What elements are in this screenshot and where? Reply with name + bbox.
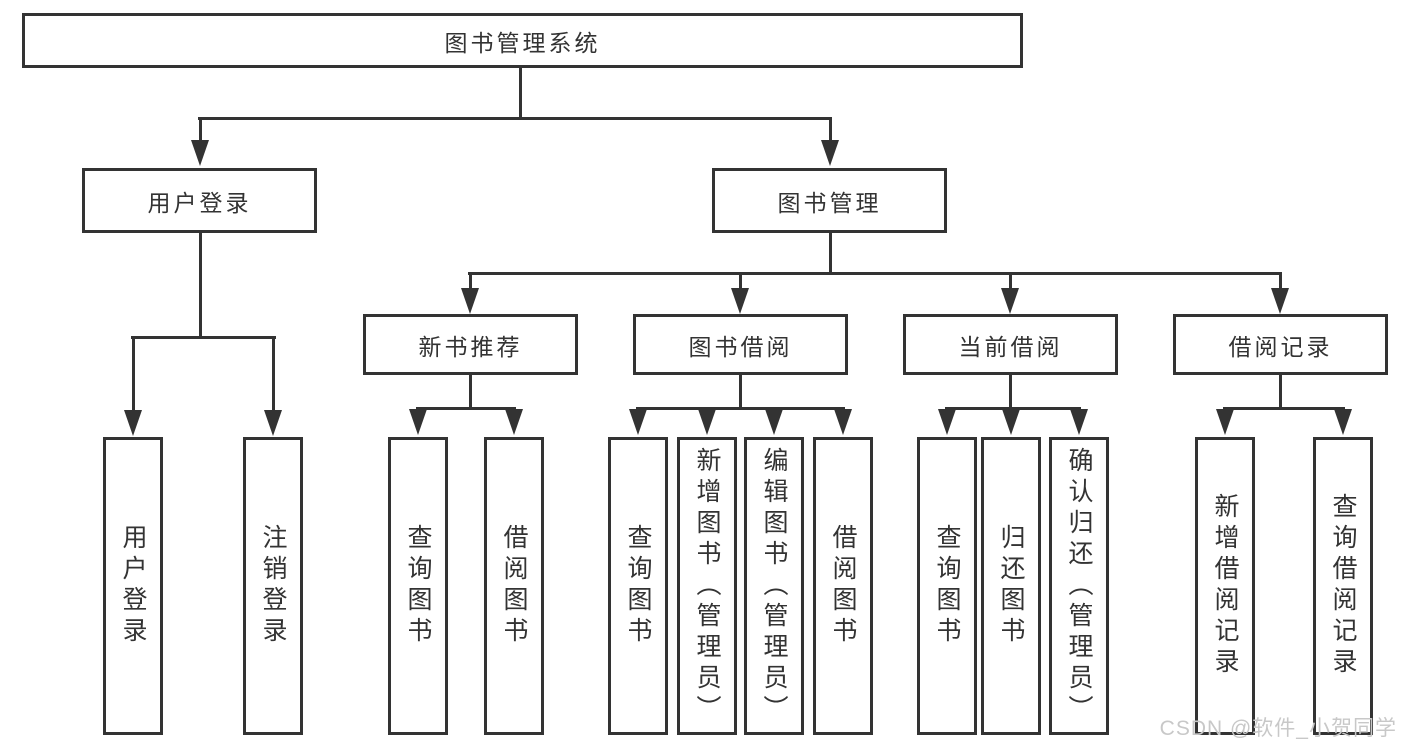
leaf-edit-book-admin: 编辑图书（管理员） <box>744 437 804 735</box>
connector-line <box>1279 375 1282 410</box>
arrow-down-icon <box>1271 288 1289 314</box>
leaf-add-book-admin: 新增图书（管理员） <box>677 437 737 735</box>
leaf-query-books-current: 查询图书 <box>917 437 977 735</box>
node-book-management: 图书管理 <box>712 168 947 233</box>
arrow-down-icon <box>124 410 142 436</box>
node-new-book-recommend: 新书推荐 <box>363 314 578 375</box>
connector-line <box>416 407 516 410</box>
connector-line <box>636 407 845 410</box>
arrow-down-icon <box>938 409 956 435</box>
root-node: 图书管理系统 <box>22 13 1023 68</box>
connector-line <box>199 117 202 144</box>
arrow-down-icon <box>505 409 523 435</box>
arrow-down-icon <box>1216 409 1234 435</box>
connector-line <box>1009 375 1012 410</box>
connector-line <box>1223 407 1345 410</box>
arrow-down-icon <box>821 140 839 166</box>
connector-line <box>469 375 472 410</box>
arrow-down-icon <box>409 409 427 435</box>
node-borrow-records: 借阅记录 <box>1173 314 1388 375</box>
connector-line <box>272 336 275 412</box>
leaf-logout: 注销登录 <box>243 437 303 735</box>
arrow-down-icon <box>834 409 852 435</box>
leaf-query-books-borrowing: 查询图书 <box>608 437 668 735</box>
arrow-down-icon <box>1001 288 1019 314</box>
leaf-return-books: 归还图书 <box>981 437 1041 735</box>
arrow-down-icon <box>731 288 749 314</box>
connector-line <box>829 117 832 144</box>
connector-line <box>1279 272 1282 290</box>
arrow-down-icon <box>629 409 647 435</box>
arrow-down-icon <box>1002 409 1020 435</box>
node-user-login: 用户登录 <box>82 168 317 233</box>
arrow-down-icon <box>698 409 716 435</box>
connector-line <box>468 272 1282 275</box>
leaf-borrow-books-borrowing: 借阅图书 <box>813 437 873 735</box>
leaf-query-books-recommend: 查询图书 <box>388 437 448 735</box>
connector-line <box>469 272 472 290</box>
arrow-down-icon <box>264 410 282 436</box>
connector-line <box>131 336 276 339</box>
leaf-query-borrow-record: 查询借阅记录 <box>1313 437 1373 735</box>
connector-line <box>199 233 202 339</box>
arrow-down-icon <box>461 288 479 314</box>
connector-line <box>739 375 742 410</box>
node-book-borrowing: 图书借阅 <box>633 314 848 375</box>
connector-line <box>1009 272 1012 290</box>
connector-line <box>519 68 522 119</box>
arrow-down-icon <box>1070 409 1088 435</box>
connector-line <box>945 407 1081 410</box>
leaf-borrow-books-recommend: 借阅图书 <box>484 437 544 735</box>
arrow-down-icon <box>191 140 209 166</box>
arrow-down-icon <box>1334 409 1352 435</box>
leaf-add-borrow-record: 新增借阅记录 <box>1195 437 1255 735</box>
connector-line <box>829 233 832 275</box>
connector-line <box>132 336 135 412</box>
connector-line <box>198 117 832 120</box>
leaf-user-login: 用户登录 <box>103 437 163 735</box>
leaf-confirm-return-admin: 确认归还（管理员） <box>1049 437 1109 735</box>
node-current-borrowing: 当前借阅 <box>903 314 1118 375</box>
arrow-down-icon <box>765 409 783 435</box>
watermark: CSDN @软件_小贺同学 <box>1159 717 1397 740</box>
connector-line <box>739 272 742 290</box>
